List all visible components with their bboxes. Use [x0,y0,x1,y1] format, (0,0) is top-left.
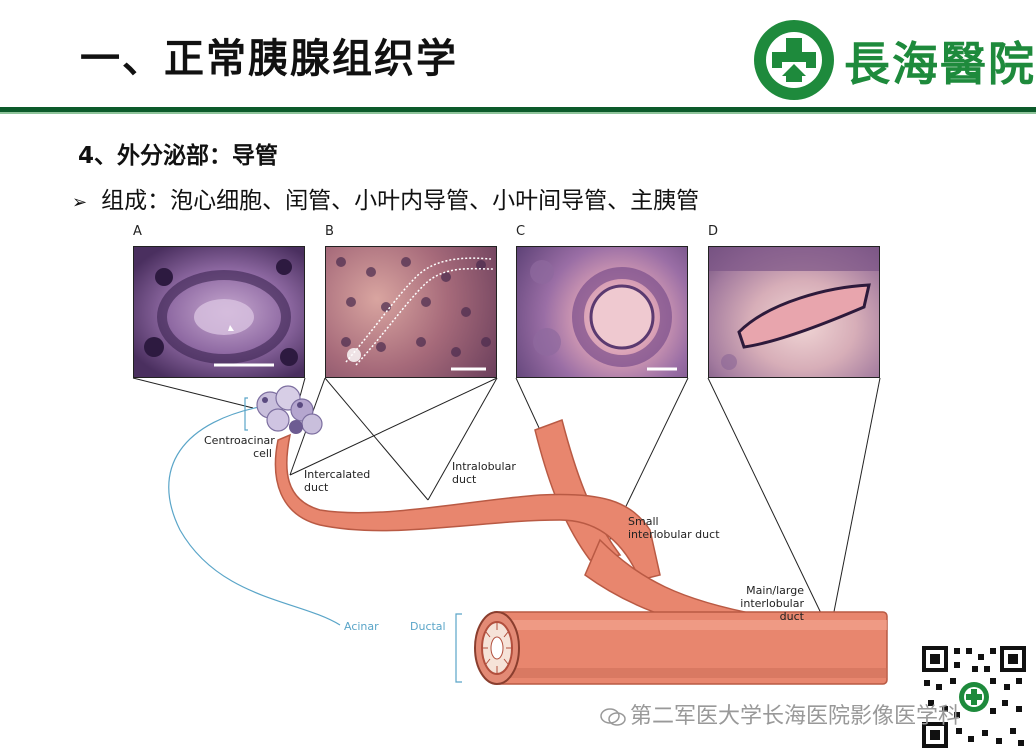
label-acinar: Acinar [344,620,379,633]
acinar-boundary [168,404,341,626]
bullet-item: ➢ 组成：泡心细胞、闰管、小叶内导管、小叶间导管、主胰管 [72,181,699,215]
small-interlobular-branch [534,419,622,561]
hospital-emblem-icon [754,20,834,100]
qr-code [920,644,1028,750]
ductal-bracket [455,613,462,683]
panel-c-letter: C [516,224,526,239]
header-divider-accent [0,112,1036,114]
qr-code-icon [920,644,1028,750]
panel-d-micrograph [708,246,880,378]
page-title: 一、正常胰腺组织学 [80,36,458,82]
panel-b-micrograph [325,246,497,378]
header-divider [0,107,1036,112]
bullet-text: 组成：泡心细胞、闰管、小叶内导管、小叶间导管、主胰管 [101,188,700,214]
bullet-arrow-icon: ➢ [72,192,88,213]
panel-c-micrograph [516,246,688,378]
panel-d-letter: D [708,224,719,239]
label-ductal: Ductal [410,620,446,633]
panel-a-micrograph [133,246,305,378]
intralobular-duct [274,433,661,581]
hospital-logo: 長海醫院 [752,18,1034,102]
wechat-icon [600,708,626,726]
section-subheading: 4、外分泌部：导管 [78,143,279,169]
acinus-cluster [256,385,323,435]
watermark: 第二军医大学长海医院影像医学科 [600,698,960,730]
panel-a-letter: A [133,224,142,239]
logo-text: 長海醫院 [844,37,1036,91]
panel-b-letter: B [325,224,334,239]
